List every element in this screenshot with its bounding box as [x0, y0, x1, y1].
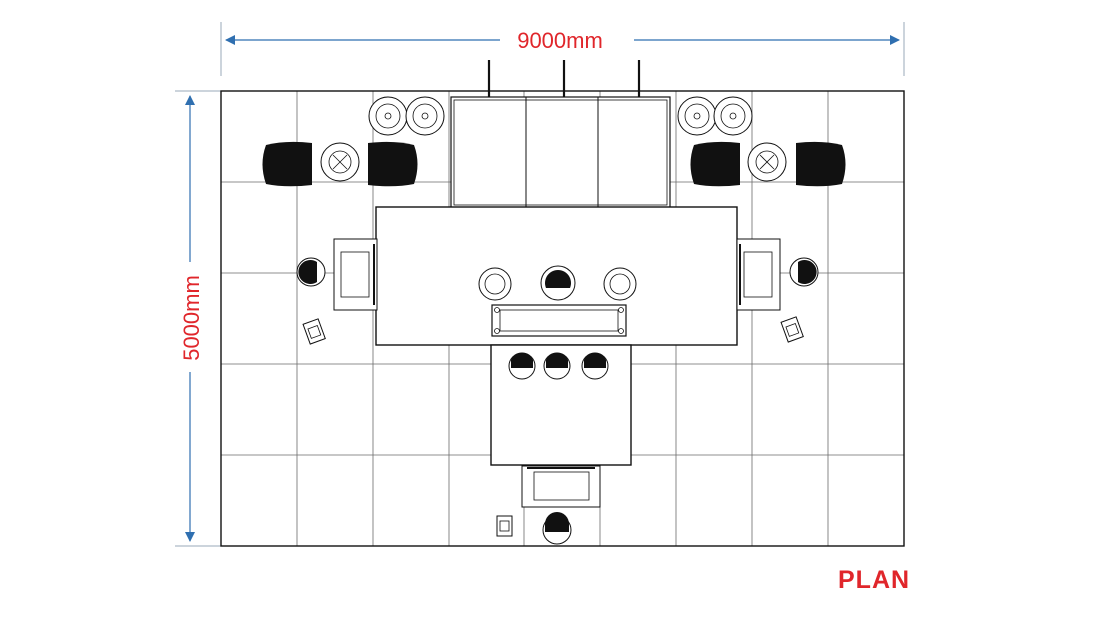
width-dimension-label: 9000mm [517, 28, 603, 53]
armchair [690, 141, 740, 187]
armchair [262, 141, 312, 187]
side-table-pair-left [368, 96, 445, 136]
booth-outline [220, 90, 905, 547]
entry-reception-desk [521, 465, 601, 508]
waste-bin-left [302, 318, 326, 345]
platform-chair [540, 265, 576, 301]
display-case [491, 304, 627, 337]
height-dimension: 5000mm [175, 90, 221, 547]
waste-bin-right [780, 316, 804, 343]
height-dimension-label: 5000mm [179, 275, 204, 361]
width-dimension: 9000mm [220, 22, 905, 76]
lounge-set-right [690, 141, 846, 187]
display-wall-frame [450, 96, 671, 209]
bar-stool-right [789, 257, 819, 287]
bar-stool-left [296, 257, 326, 287]
plan-title: PLAN [838, 566, 911, 594]
reception-counter-left [333, 238, 378, 311]
entry-stool [542, 512, 572, 545]
lounge-set-left [262, 141, 418, 187]
display-wall [450, 60, 671, 209]
entry-waste-bin [496, 515, 513, 537]
platform-tables [478, 267, 637, 301]
armchair [796, 141, 846, 187]
reception-counter-right [736, 238, 781, 311]
side-table-pair-right [677, 96, 753, 136]
armchair [368, 141, 418, 187]
counter-stools [508, 352, 609, 380]
